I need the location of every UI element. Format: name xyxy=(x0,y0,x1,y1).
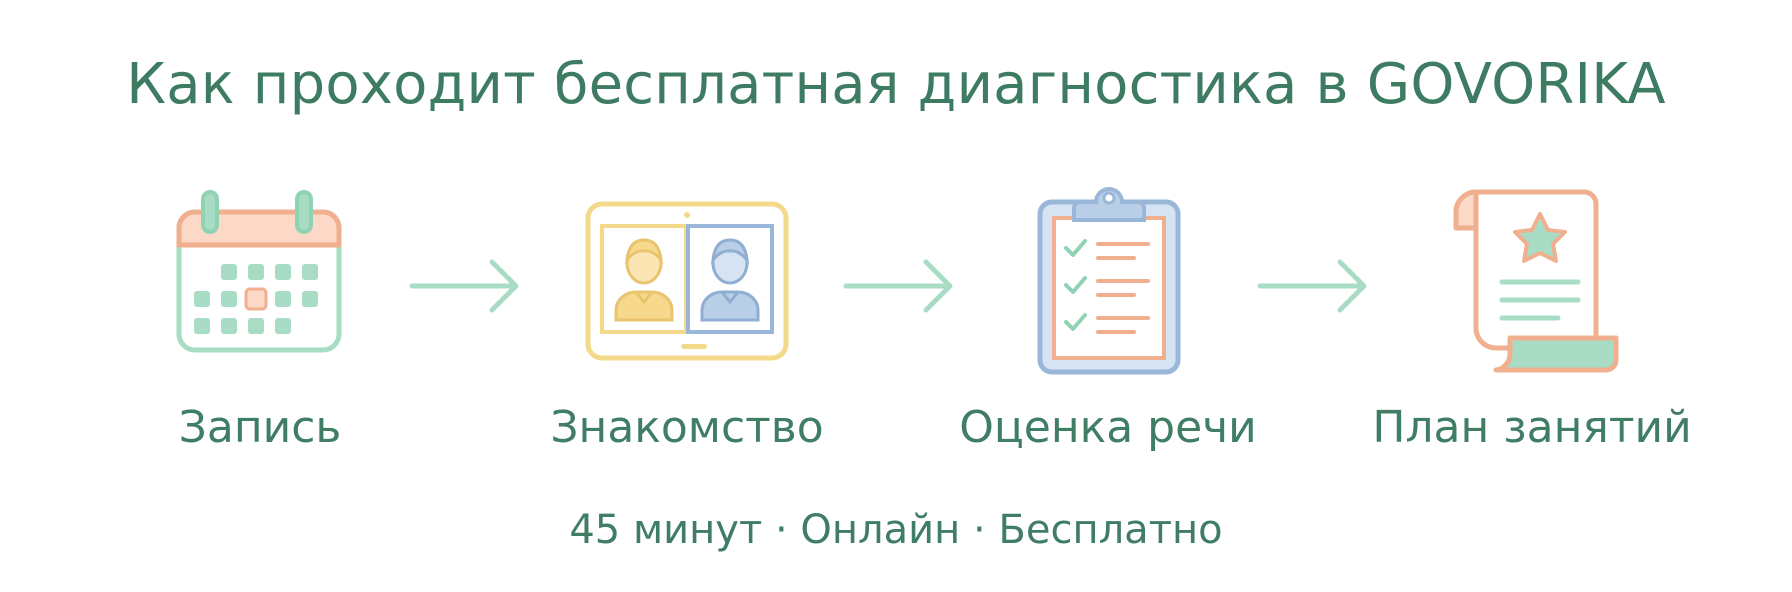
calendar-icon xyxy=(176,190,342,353)
arrow-right-icon xyxy=(1257,259,1367,313)
summary-text: 45 минут · Онлайн · Бесплатно xyxy=(569,507,1223,553)
arrow-right-icon xyxy=(409,259,519,313)
scroll-plan-icon xyxy=(1453,189,1619,373)
step-label-plan-zanyatiy: План занятий xyxy=(1372,402,1692,453)
page-title: Как проходит бесплатная диагностика в GO… xyxy=(126,52,1666,117)
step-label-zapis: Запись xyxy=(178,402,342,453)
clipboard-checklist-icon xyxy=(1037,187,1181,375)
step-label-znakomstvo: Знакомство xyxy=(550,402,824,453)
video-call-icon xyxy=(585,201,789,361)
arrow-right-icon xyxy=(843,259,953,313)
step-label-otsenka-rechi: Оценка речи xyxy=(959,402,1257,453)
